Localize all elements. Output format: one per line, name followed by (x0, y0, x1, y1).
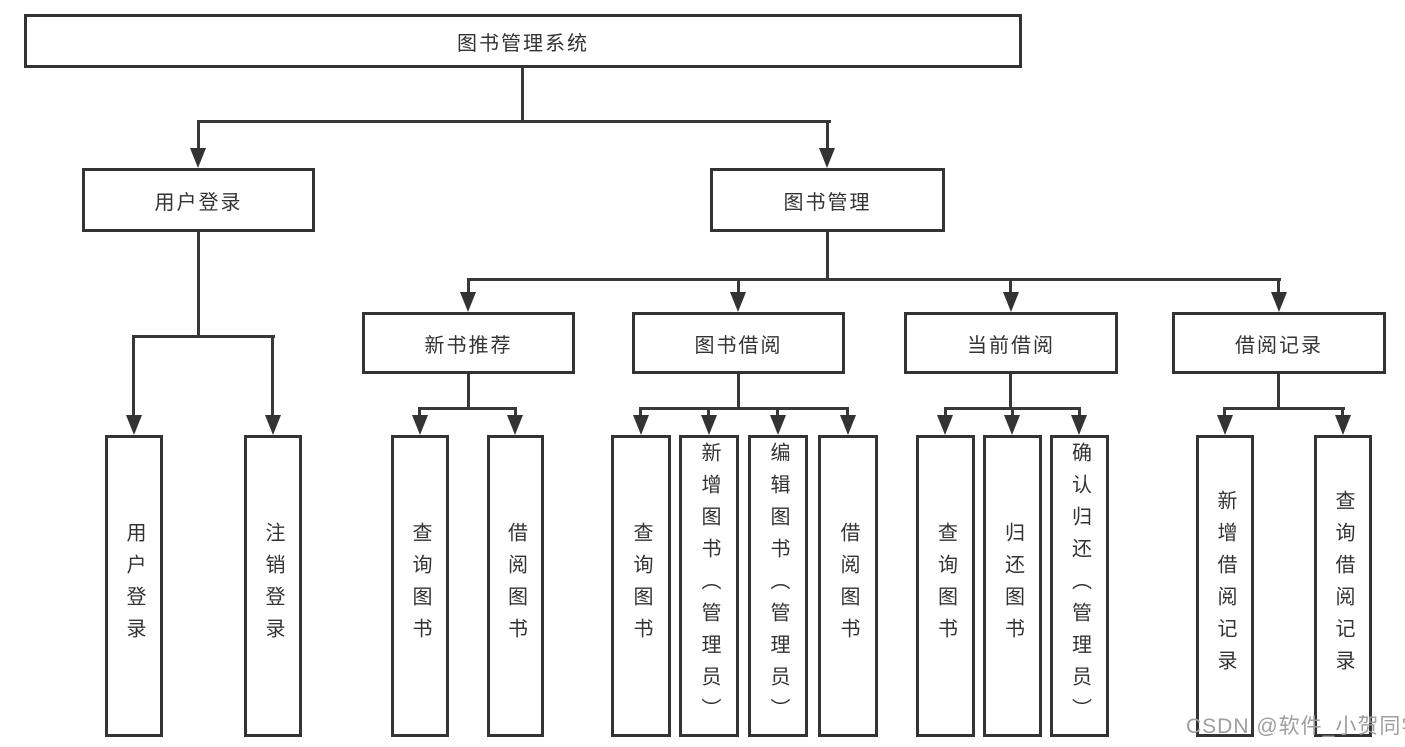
node-label: 借阅图书 (837, 522, 859, 650)
leaf-borrow-books-borrowing: 借阅图书 (818, 435, 878, 737)
connector-stub (1277, 278, 1280, 294)
arrow-down-icon (633, 415, 649, 435)
connector-vline (826, 232, 829, 278)
connector-stub (197, 120, 200, 149)
node-label: 注销登录 (262, 522, 284, 650)
connector-vline (1009, 374, 1012, 407)
arrow-down-icon (265, 415, 281, 435)
connector-hline (467, 278, 1281, 281)
leaf-query-books-current: 查询图书 (916, 435, 975, 737)
arrow-down-icon (1335, 415, 1351, 435)
connector-hline (197, 120, 831, 123)
connector-vline (1277, 374, 1280, 407)
node-library-management-system: 图书管理系统 (24, 14, 1022, 68)
node-book-management: 图书管理 (710, 168, 945, 232)
node-label: 图书管理系统 (457, 32, 589, 55)
connector-stub (776, 407, 779, 417)
csdn-watermark: CSDN @软件_小贺同学 (1186, 715, 1405, 738)
connector-hline (639, 407, 849, 410)
node-borrowing-records: 借阅记录 (1172, 312, 1386, 374)
node-label: 新增图书（管理员） (698, 442, 720, 730)
connector-stub (639, 407, 642, 417)
connector-vline (521, 68, 524, 120)
node-label: 新增借阅记录 (1214, 490, 1236, 682)
arrow-down-icon (1071, 415, 1087, 435)
arrow-down-icon (412, 415, 428, 435)
connector-stub (707, 407, 710, 417)
connector-stub (1341, 407, 1344, 417)
arrow-down-icon (730, 292, 746, 312)
connector-hline (1223, 407, 1345, 410)
leaf-confirm-return-admin: 确认归还（管理员） (1050, 435, 1109, 737)
leaf-user-login: 用户登录 (105, 435, 163, 737)
node-label: 用户登录 (123, 522, 145, 650)
leaf-edit-book-admin: 编辑图书（管理员） (748, 435, 808, 737)
connector-stub (826, 120, 829, 149)
node-new-book-recommend: 新书推荐 (362, 312, 575, 374)
leaf-borrow-books-recommend: 借阅图书 (487, 435, 544, 737)
node-label: 编辑图书（管理员） (767, 442, 789, 730)
node-current-borrowing: 当前借阅 (904, 312, 1118, 374)
node-label: 归还图书 (1001, 522, 1024, 650)
leaf-query-books-borrowing: 查询图书 (611, 435, 671, 737)
arrow-down-icon (1271, 292, 1287, 312)
node-label: 查询借阅记录 (1332, 490, 1354, 682)
arrow-down-icon (819, 148, 835, 168)
node-label: 图书管理 (783, 191, 872, 214)
arrow-down-icon (937, 415, 953, 435)
leaf-return-books: 归还图书 (983, 435, 1042, 737)
connector-stub (846, 407, 849, 417)
connector-stub (1011, 407, 1014, 417)
connector-stub (1078, 407, 1081, 417)
node-label: 用户登录 (154, 191, 243, 214)
connector-stub (467, 278, 470, 294)
arrow-down-icon (460, 292, 476, 312)
connector-stub (132, 335, 135, 417)
connector-hline (418, 407, 517, 410)
arrow-down-icon (1003, 292, 1019, 312)
node-label: 借阅记录 (1235, 334, 1323, 357)
arrow-down-icon (840, 415, 856, 435)
connector-stub (1009, 278, 1012, 294)
arrow-down-icon (507, 415, 523, 435)
connector-stub (1223, 407, 1226, 417)
leaf-add-book-admin: 新增图书（管理员） (679, 435, 739, 737)
arrow-down-icon (770, 415, 786, 435)
connector-stub (944, 407, 947, 417)
node-label: 确认归还（管理员） (1068, 442, 1091, 730)
leaf-query-books-recommend: 查询图书 (391, 435, 449, 737)
node-book-borrowing: 图书借阅 (632, 312, 845, 374)
arrow-down-icon (126, 415, 142, 435)
connector-stub (514, 407, 517, 417)
node-label: 查询图书 (934, 522, 957, 650)
leaf-logout: 注销登录 (244, 435, 302, 737)
connector-stub (271, 335, 274, 417)
arrow-down-icon (701, 415, 717, 435)
connector-stub (418, 407, 421, 417)
connector-hline (132, 335, 275, 338)
node-label: 查询图书 (409, 522, 431, 650)
arrow-down-icon (1004, 415, 1020, 435)
node-label: 查询图书 (630, 522, 652, 650)
node-label: 图书借阅 (694, 334, 783, 357)
connector-stub (737, 278, 740, 294)
connector-vline (197, 232, 200, 335)
node-label: 新书推荐 (424, 334, 513, 357)
leaf-add-borrow-record: 新增借阅记录 (1196, 435, 1254, 737)
arrow-down-icon (190, 148, 206, 168)
node-label: 借阅图书 (504, 522, 527, 650)
leaf-query-borrow-record: 查询借阅记录 (1314, 435, 1372, 737)
node-user-login: 用户登录 (82, 168, 315, 232)
node-label: 当前借阅 (967, 334, 1055, 357)
connector-vline (737, 374, 740, 407)
arrow-down-icon (1217, 415, 1233, 435)
connector-vline (467, 374, 470, 407)
